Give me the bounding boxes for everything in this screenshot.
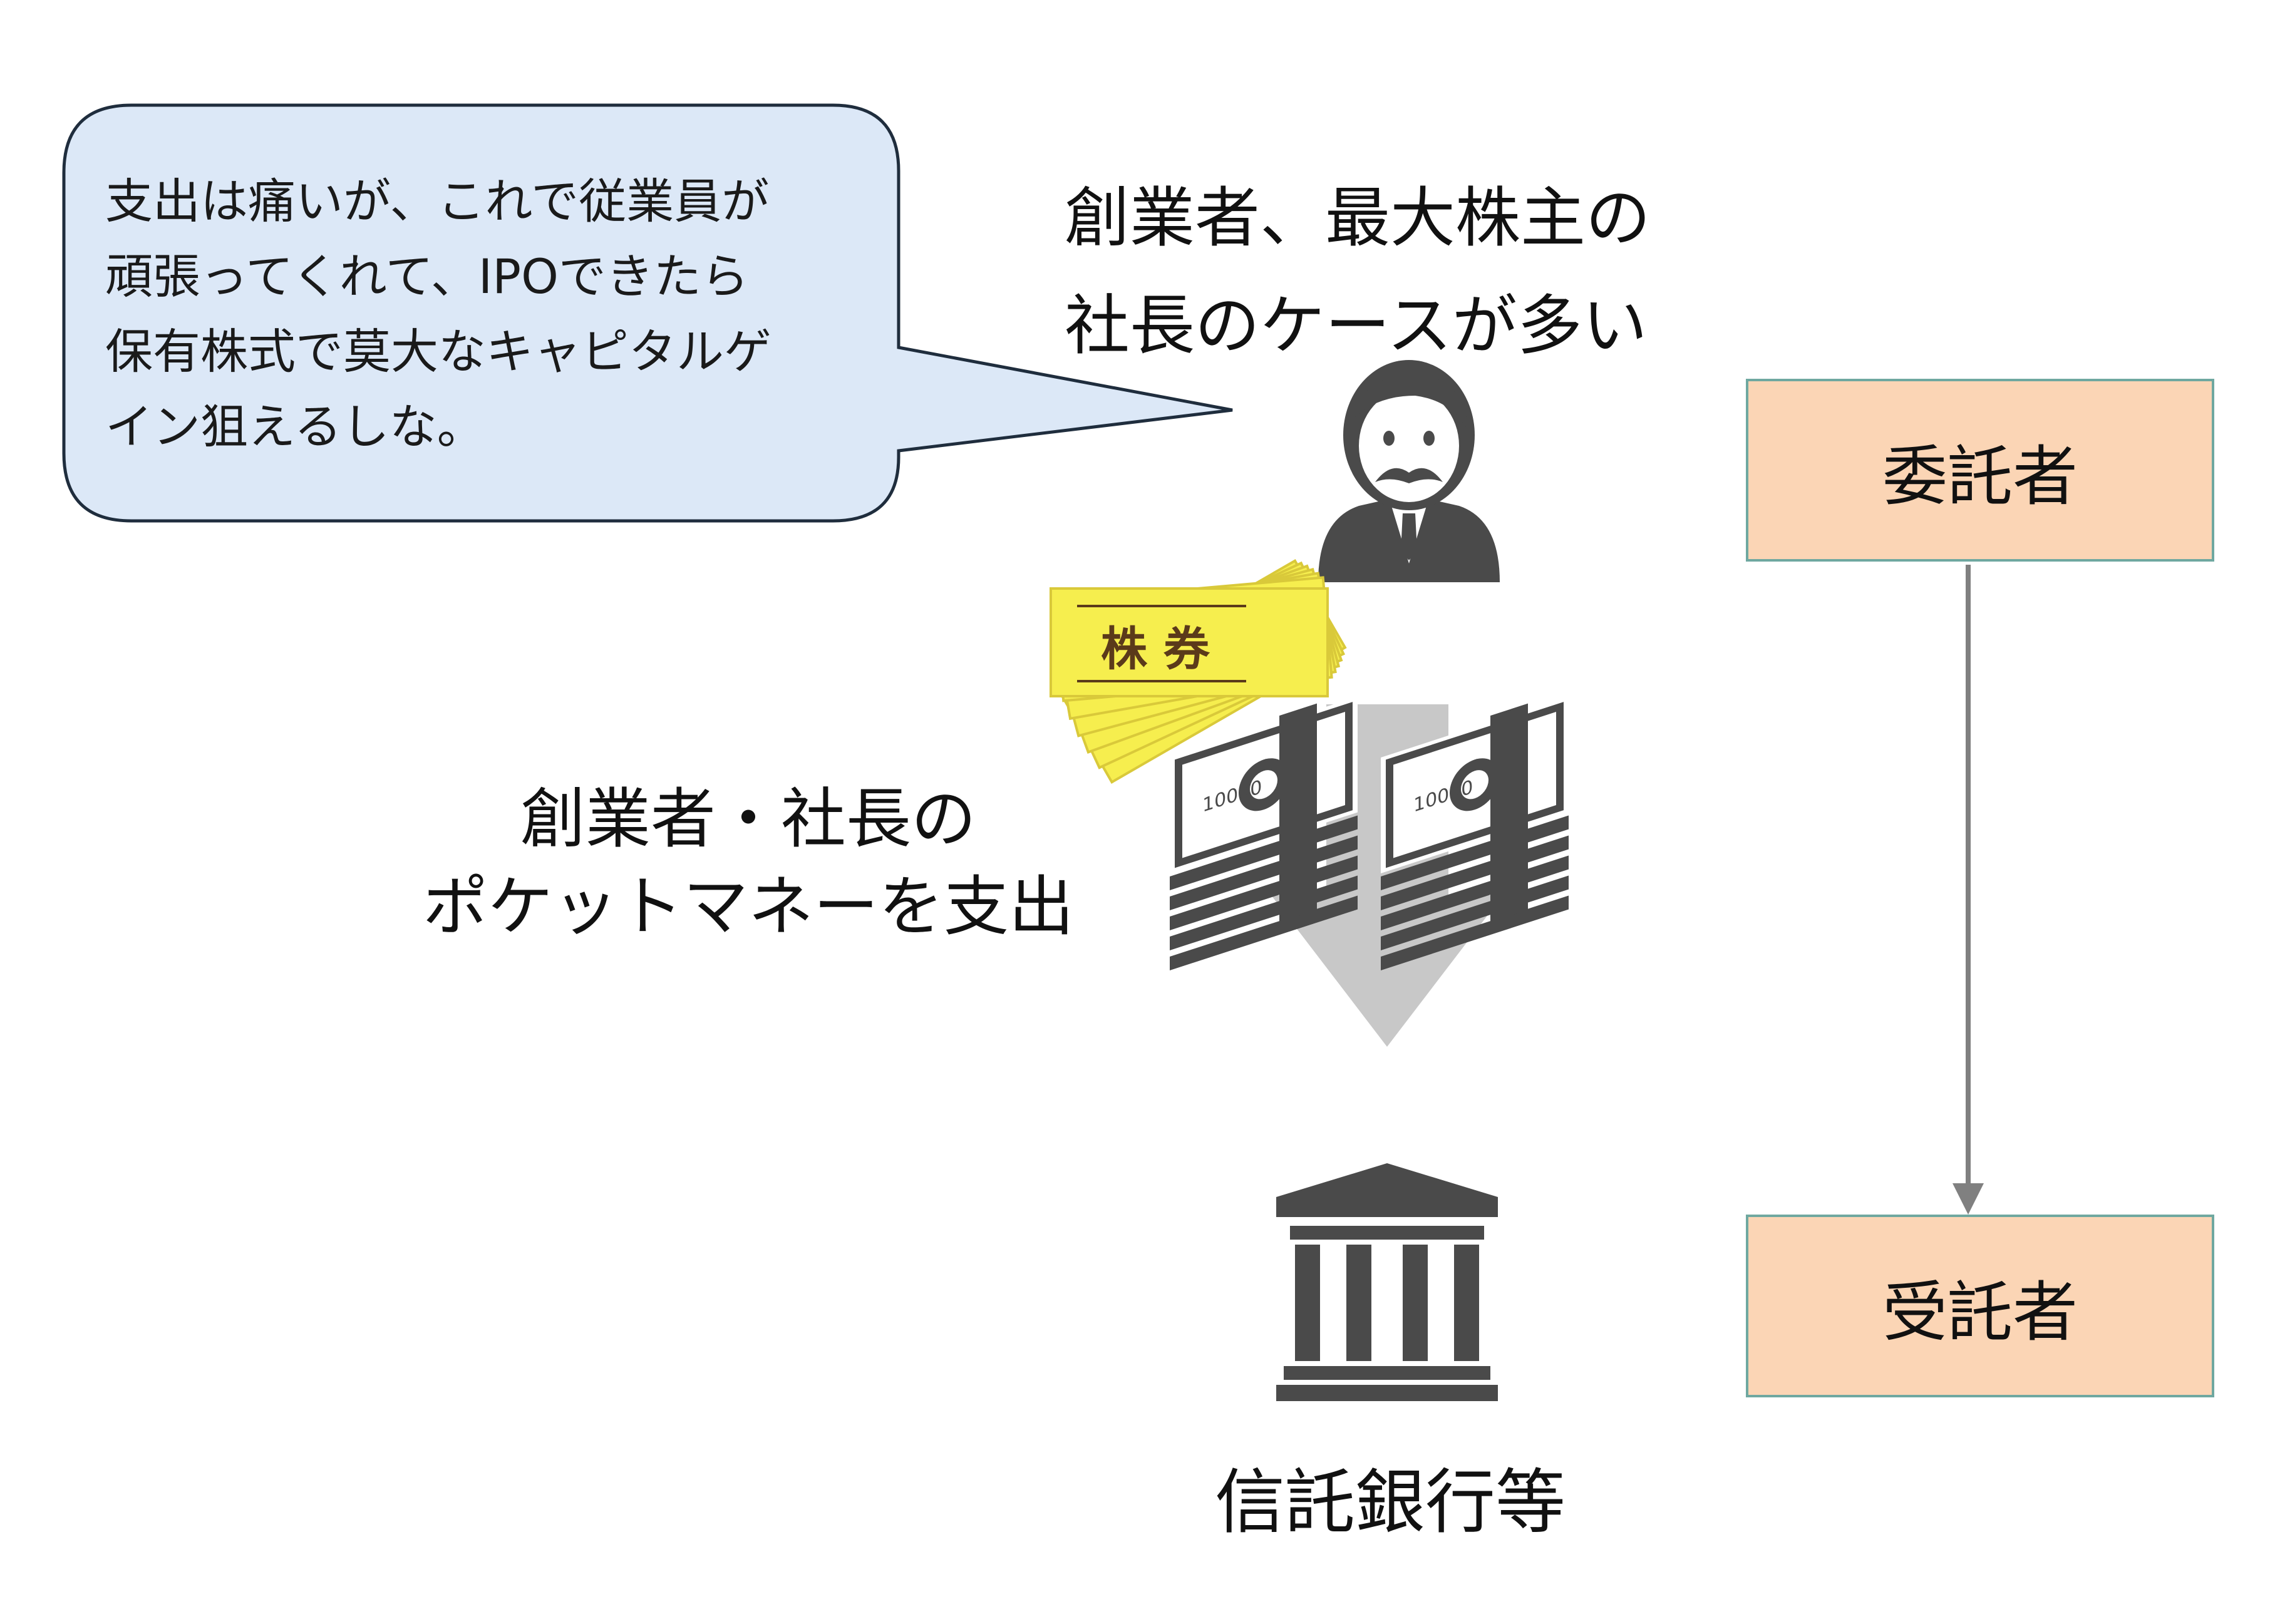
founder-caption-line: 社長のケースが多い: [1065, 287, 1648, 364]
settlor-label: 委託者: [1882, 438, 2078, 515]
speech-bubble-text: 支出は痛いが、これで従業員が 頑張ってくれて、IPOできたら 保有株式で莫大なキ…: [105, 164, 771, 465]
founder-icon: [1318, 360, 1500, 582]
speech-line: 頑張ってくれて、IPOできたら: [105, 249, 749, 304]
speech-bubble: [62, 103, 1233, 523]
speech-line: 保有株式で莫大なキャピタルゲ: [105, 324, 771, 379]
share-certificate-label: 株 券: [1101, 622, 1210, 676]
banknote-stack-icon: [1170, 691, 1569, 970]
settlor-to-trustee-arrow: [1953, 565, 1984, 1215]
payout-caption-line: 創業者・社長の: [520, 781, 976, 857]
bank-caption: 信託銀行等: [1215, 1462, 1566, 1543]
trustee-box: 受託者: [1746, 1215, 2214, 1397]
trustee-label: 受託者: [1882, 1273, 2078, 1350]
founder-caption-line: 創業者、最大株主の: [1065, 180, 1651, 256]
founder-caption: 創業者、最大株主の 社長のケースが多い: [1065, 164, 1651, 379]
payout-caption-line: ポケットマネーを支出: [422, 868, 1074, 945]
settlor-box: 委託者: [1746, 379, 2214, 562]
speech-line: イン狙えるしな。: [105, 399, 485, 455]
share-certificate-icon: 株 券: [1050, 558, 1347, 784]
payout-caption: 創業者・社長の ポケットマネーを支出: [388, 775, 1108, 950]
speech-line: 支出は痛いが、これで従業員が: [105, 173, 770, 229]
bank-building-icon: [1276, 1163, 1498, 1401]
